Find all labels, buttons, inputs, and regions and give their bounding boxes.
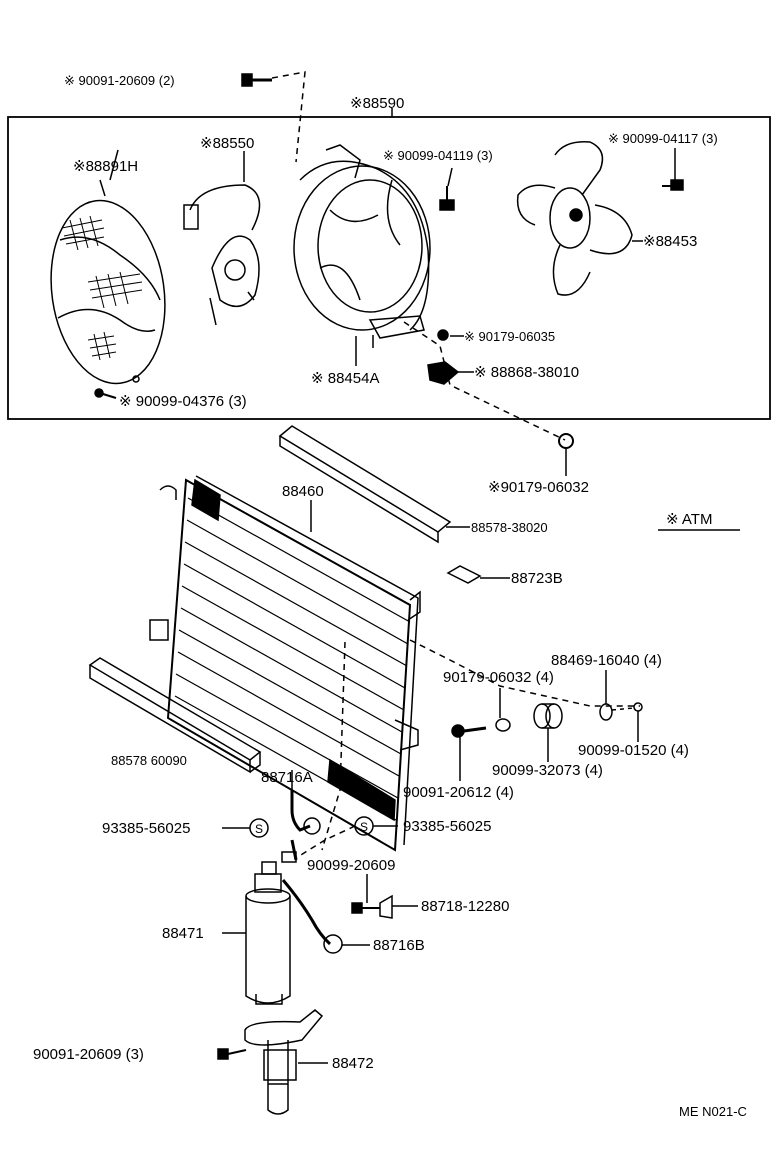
mount-bolt-icon — [451, 724, 487, 738]
bracket-38010-icon — [427, 361, 460, 385]
label-nut-06032-lower: ※90179-06032 — [488, 479, 589, 496]
shroud-to-nut-dashed-leader — [403, 321, 566, 441]
label-bolt-top: ※ 90091-20609 (2) — [64, 73, 175, 88]
label-shroud-88454a: ※ 88454A — [311, 370, 380, 387]
label-group-88590: ※88590 — [350, 95, 405, 112]
label-bolt-20612: 90091-20612 (4) — [403, 784, 514, 801]
shroud-guard-leader — [99, 179, 106, 197]
footer-code: ME N021-C — [679, 1104, 747, 1119]
nut-06032-lower-icon — [558, 433, 574, 449]
mount-small-nut-axis — [611, 707, 635, 711]
nut-06035-icon — [437, 329, 449, 341]
screw-04119-leader — [447, 167, 453, 187]
bolt-20609-mid-icon — [351, 902, 380, 914]
fan-assembly-group-frame — [7, 116, 771, 420]
label-receiver: 88471 — [162, 925, 204, 942]
label-cushion-32073: 90099-32073 (4) — [492, 762, 603, 779]
label-atm-legend: ※ ATM — [666, 511, 713, 528]
label-bracket-38010: ※ 88868-38010 — [474, 364, 580, 381]
pipe-dashed-axis — [295, 641, 356, 859]
label-condenser: 88460 — [282, 483, 324, 500]
mount-nut-icon — [495, 718, 511, 732]
label-fan-88453: ※88453 — [643, 233, 698, 250]
label-plate-88723b: 88723B — [511, 570, 563, 587]
screw-04119-icon — [439, 186, 455, 211]
svg-text:S: S — [255, 822, 263, 836]
label-bolt-20609-mid: 90099-20609 — [307, 857, 396, 874]
label-pipe-88716a: 88716A — [261, 769, 313, 786]
pipe-88716b-icon — [281, 879, 343, 954]
clamp-12280-icon — [379, 894, 393, 919]
oring-left-icon: S — [249, 818, 269, 838]
svg-text:S: S — [360, 820, 368, 834]
label-nut-01520: 90099-01520 (4) — [578, 742, 689, 759]
label-nut-06032-4: 90179-06032 (4) — [443, 669, 554, 686]
mount-small-nut-icon — [633, 702, 643, 712]
plate-88723b-icon — [446, 565, 482, 584]
bolt-20609-bottom-icon — [217, 1048, 247, 1060]
lower-seal-icon — [88, 657, 262, 774]
label-grommet-16040: 88469-16040 (4) — [551, 652, 662, 669]
condenser-icon — [149, 475, 421, 852]
label-seal-lower: 88578 60090 — [111, 753, 187, 768]
label-pipe-88716b: 88716B — [373, 937, 425, 954]
receiver-icon — [245, 861, 291, 1005]
label-seal-upper: 88578-38020 — [471, 520, 548, 535]
label-screw-04117: ※ 90099-04117 (3) — [608, 131, 718, 146]
shroud-guard-icon — [50, 149, 166, 385]
cushion-icon — [533, 703, 563, 729]
fan-shroud-icon — [293, 144, 431, 348]
oring-right-icon: S — [354, 816, 374, 836]
bracket-88472-icon — [244, 1009, 324, 1115]
label-nut-06035: ※ 90179-06035 — [464, 329, 556, 344]
label-screw-04119: ※ 90099-04119 (3) — [383, 148, 493, 163]
label-oring-left: 93385-56025 — [102, 820, 191, 837]
label-shroud-guard: ※88891H — [73, 158, 139, 175]
pipe-88716a-icon — [281, 790, 321, 863]
top-bolt-leader — [271, 71, 306, 163]
upper-seal-icon — [278, 425, 452, 544]
label-bracket-88472: 88472 — [332, 1055, 374, 1072]
label-oring-right: 93385-56025 — [403, 818, 492, 835]
label-screw-04376: ※ 90099-04376 (3) — [119, 393, 247, 410]
label-clamp-12280: 88718-12280 — [421, 898, 510, 915]
mount-dashed-axis — [409, 639, 640, 707]
label-fan-motor: ※88550 — [200, 135, 255, 152]
fan-motor-icon — [183, 184, 261, 326]
screw-04117-icon — [662, 179, 684, 191]
fan-blade-icon — [516, 141, 633, 296]
label-bolt-20609-bottom: 90091-20609 (3) — [33, 1046, 144, 1063]
top-bolt-icon — [241, 73, 272, 87]
screw-04376-icon — [94, 388, 117, 399]
